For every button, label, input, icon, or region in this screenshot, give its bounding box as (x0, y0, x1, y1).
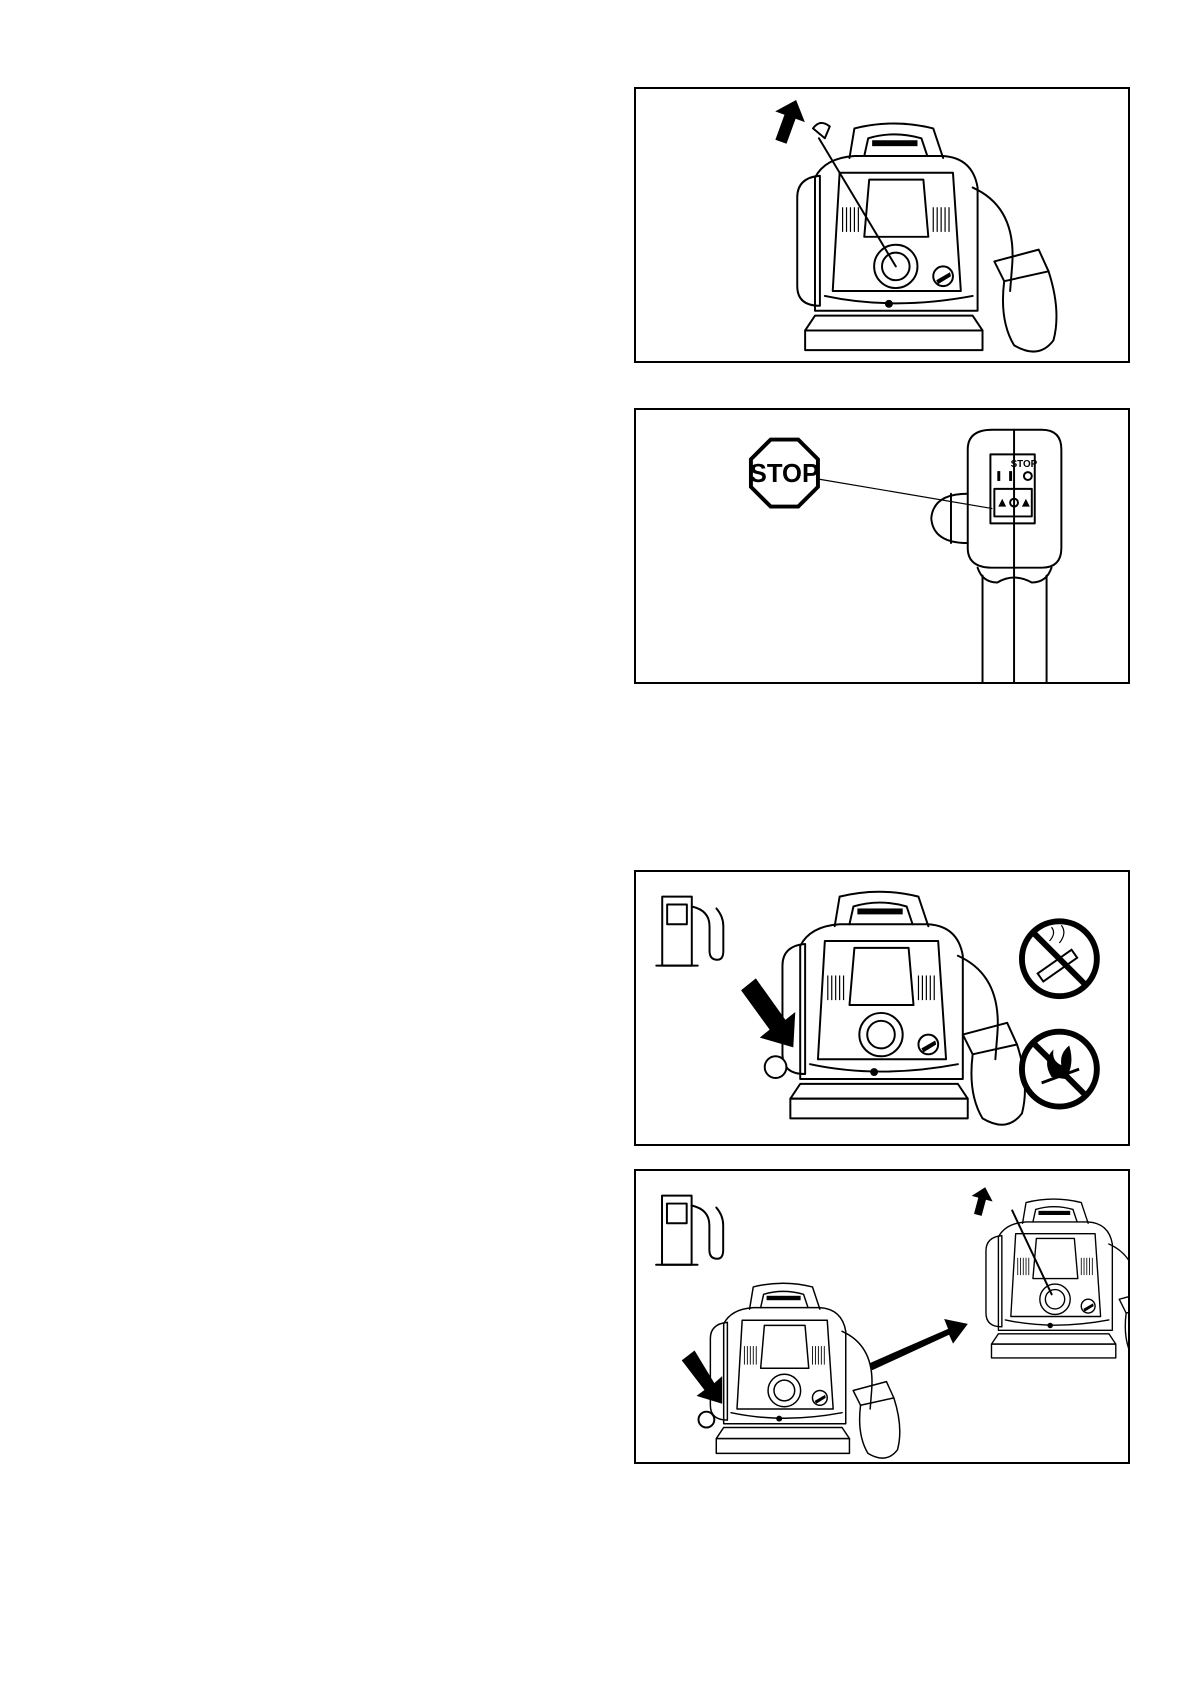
stop-switch-illustration: STOP STOP (636, 410, 1128, 682)
arrow-icon (741, 978, 795, 1047)
no-smoking-icon (1022, 921, 1097, 996)
stop-switch-figure: STOP STOP (634, 408, 1130, 684)
refuel-illustration (636, 872, 1128, 1144)
refuel-figure (634, 870, 1130, 1146)
arrow-icon (766, 95, 811, 147)
fuel-pump-icon (656, 897, 723, 966)
arrow-icon (682, 1351, 722, 1404)
arrow-icon (869, 1319, 968, 1370)
refuel-restart-illustration (636, 1171, 1128, 1462)
refuel-and-restart-figure (634, 1169, 1130, 1464)
switch-stop-label: STOP (1011, 459, 1038, 470)
start-pull-figure (634, 87, 1130, 363)
fuel-pump-icon (656, 1196, 723, 1265)
no-open-flame-icon (1022, 1032, 1097, 1107)
stop-sign-icon: STOP (750, 440, 819, 507)
stop-sign-label: STOP (750, 460, 819, 488)
arrow-icon (967, 1184, 995, 1217)
blower-starting-illustration (636, 89, 1128, 361)
